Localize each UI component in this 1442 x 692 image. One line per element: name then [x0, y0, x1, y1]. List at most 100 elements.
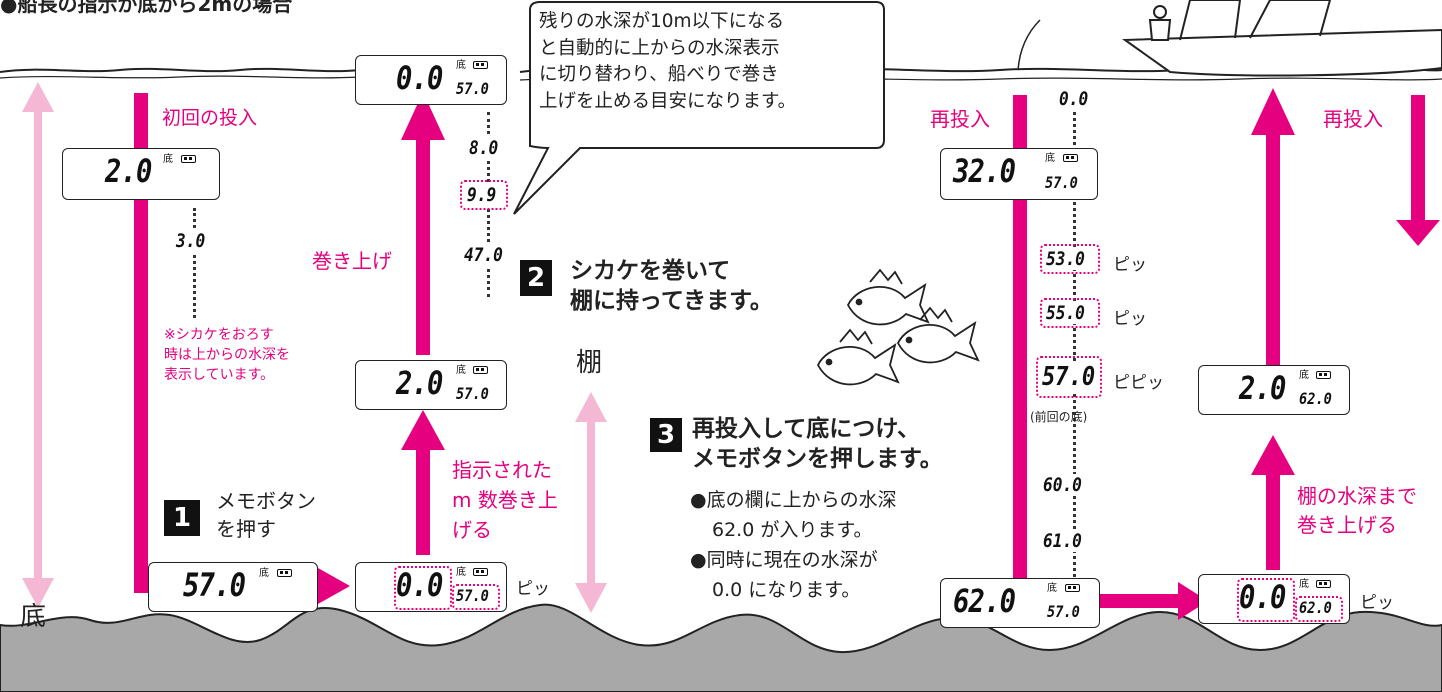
highlight-reading [1040, 244, 1100, 274]
lcd-main-value: 0.0 [396, 566, 443, 604]
lcd-main-value: 2.0 [396, 364, 443, 402]
reel-instructed-label: 指示された m 数巻き上 げる [452, 455, 558, 545]
step-3-bullet: 0.0 になります。 [712, 579, 861, 601]
battery-icon [473, 568, 488, 576]
lcd-sub-value: 57.0 [1047, 602, 1080, 621]
lcd-bottom-tag: 底 [1047, 583, 1057, 594]
lcd-bottom-tag: 底 [259, 568, 269, 579]
reel-instructed-line: げる [452, 518, 492, 542]
battery-icon [473, 366, 488, 374]
lcd-display-7: 62.0 底 57.0 [940, 578, 1100, 628]
depth-reading: 8.0 [469, 137, 499, 159]
bottom-label: 底 [20, 602, 47, 632]
lcd-sub-value: 62.0 [1299, 598, 1332, 617]
highlight-sub [452, 584, 500, 610]
lcd-bottom-tag: 底 [1299, 370, 1309, 381]
depth-reading: 61.0 [1043, 530, 1082, 552]
reel-instructed-line: m 数巻き上 [452, 488, 558, 512]
lcd-bottom-tag: 底 [456, 365, 466, 376]
battery-icon [1063, 154, 1078, 162]
lcd-bottom-tag: 底 [163, 154, 173, 165]
lcd-display-6: 32.0 底 57.0 [940, 148, 1098, 200]
step-2-number: 2 [520, 260, 552, 296]
speech-bubble [513, 1, 885, 215]
depth-reading: 53.0 [1046, 248, 1085, 270]
lcd-main-value: 0.0 [1239, 578, 1286, 616]
step-1-number: 1 [164, 500, 200, 536]
prev-bottom-label: (前回の底) [1030, 410, 1088, 424]
reel-to-shelf-line: 棚の水深まで [1297, 484, 1417, 508]
bubble-text: 残りの水深が10m以下になる と自動的に上からの水深表示 に切り替わり、船べりで… [539, 9, 878, 115]
shelf-label: 棚 [576, 348, 603, 378]
lcd-main-value: 32.0 [953, 152, 1016, 190]
step-3-bullet: ●底の欄に上からの水深 [690, 489, 897, 511]
lcd-bottom-tag: 底 [1299, 579, 1309, 590]
highlight-main [1237, 578, 1295, 622]
battery-icon [1065, 584, 1080, 592]
battery-icon [1316, 371, 1331, 379]
beep-label: ピッ [1113, 309, 1147, 329]
step-3-bullet: ●同時に現在の水深が [690, 549, 878, 571]
fish-icon [816, 268, 980, 386]
depth-reading: 3.0 [176, 230, 206, 252]
lcd-main-value: 2.0 [1239, 369, 1286, 407]
lcd-sub-value: 57.0 [1045, 173, 1078, 192]
battery-icon [1316, 580, 1331, 588]
step-3-text: 再投入して底につけ、 メモボタンを押します。 [692, 414, 943, 474]
step-3-number: 3 [650, 418, 682, 452]
lcd-display-2: 57.0 底 [148, 562, 318, 612]
redrop-label-1: 再投入 [930, 107, 990, 131]
depth-reading: 9.9 [467, 184, 497, 206]
beep-label: ピッ [1113, 255, 1147, 275]
highlight-reading [1036, 356, 1102, 398]
lcd-bottom-tag: 底 [1045, 153, 1055, 164]
depth-reading: 47.0 [464, 244, 503, 266]
step-2-line: シカケを巻いて [570, 258, 731, 284]
battery-icon [473, 61, 488, 69]
battery-icon [277, 569, 292, 577]
depth-dots-1 [193, 208, 196, 318]
reel-instructed-line: 指示された [452, 458, 552, 482]
reel-to-shelf-line: 巻き上げる [1297, 513, 1397, 537]
highlight-reading [1040, 298, 1100, 328]
bubble-line: に切り替わり、船べりで巻き [539, 64, 779, 85]
depth-reading: 55.0 [1046, 302, 1085, 324]
lcd-display-9: 0.0 底 62.0 [1198, 574, 1350, 624]
lcd-display-3: 0.0 底 57.0 [355, 55, 507, 105]
depth-reading: 0.0 [1059, 88, 1089, 110]
highlight-reading [460, 180, 508, 210]
lcd-main-value: 57.0 [183, 566, 246, 604]
lcd-sub-value: 57.0 [456, 384, 489, 403]
lcd-bottom-tag: 底 [456, 567, 466, 578]
lcd-display-8: 2.0 底 62.0 [1198, 365, 1350, 415]
bubble-line: 上げを止める目安になります。 [539, 90, 797, 112]
lcd-sub-value: 62.0 [1299, 389, 1332, 408]
redrop-label-2: 再投入 [1323, 107, 1383, 131]
depth-reading: 57.0 [1042, 362, 1096, 392]
step-2-line: 棚に持ってきます。 [570, 288, 773, 314]
step-3-line: メモボタンを押します。 [692, 446, 943, 472]
note-line: 表示しています。 [164, 367, 275, 383]
battery-icon [181, 155, 196, 163]
step-1-line: メモボタン [216, 489, 316, 513]
note-line: 時は上からの水深を [164, 347, 290, 363]
step-3-line: 再投入して底につけ、 [692, 416, 921, 442]
lcd-main-value: 0.0 [396, 59, 443, 97]
lcd-bottom-tag: 底 [456, 60, 466, 71]
step-1-text: メモボタン を押す [216, 487, 316, 543]
step-2-text: シカケを巻いて 棚に持ってきます。 [570, 256, 773, 316]
reel-up-label: 巻き上げ [312, 249, 392, 273]
bubble-line: と自動的に上からの水深表示 [539, 37, 780, 59]
step-1-line: を押す [216, 517, 276, 541]
boat-icon [1017, 0, 1442, 77]
beep-label: ピッ [516, 579, 550, 599]
page-title: ●船長の指示が底から2mの場合 [0, 0, 293, 16]
reel-to-shelf-label: 棚の水深まで 巻き上げる [1297, 482, 1417, 540]
bubble-line: 残りの水深が10m以下になる [539, 11, 785, 32]
lcd-display-1: 2.0 底 [62, 148, 220, 200]
first-drop-label: 初回の投入 [162, 107, 258, 129]
lcd-display-5: 0.0 底 57.0 [355, 562, 507, 612]
note-line: ※シカケをおろす [164, 327, 274, 343]
note-text: ※シカケをおろす 時は上からの水深を 表示しています。 [164, 325, 290, 385]
